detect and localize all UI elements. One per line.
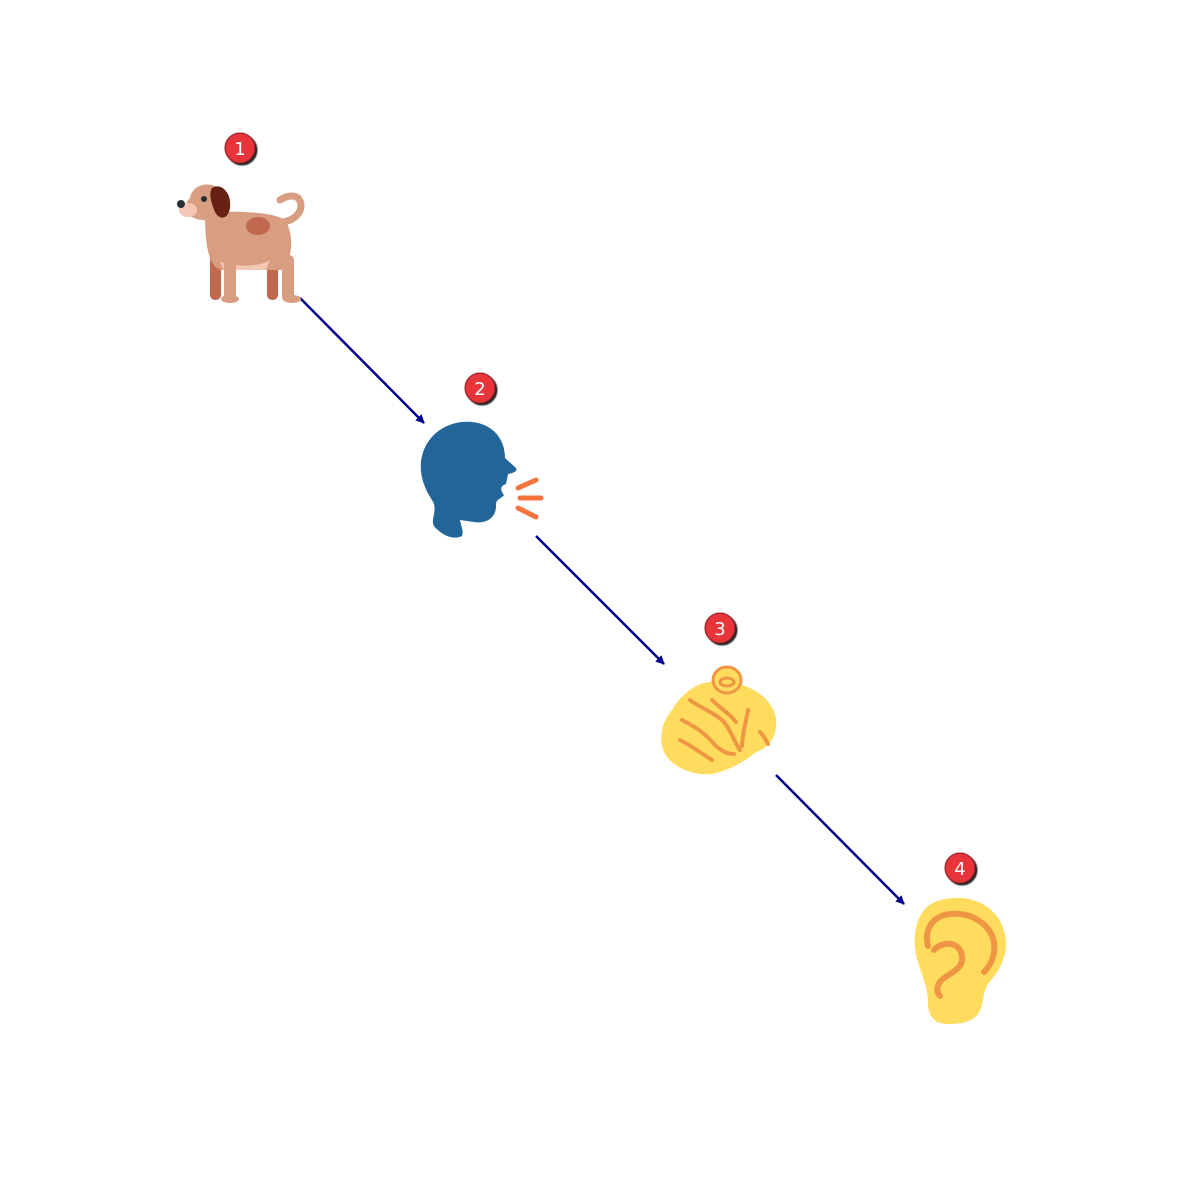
pointing-at-viewer-icon [661,665,777,775]
arrow-2-to-3 [535,535,665,665]
step-number-1: 1 [234,139,245,160]
step-number-3: 3 [714,619,725,640]
step-2: 2 [420,372,544,538]
step-number-2: 2 [474,379,485,400]
speaking-head-icon [420,421,544,538]
step-1: 1 [177,132,305,303]
step-badge-4: 4 [944,852,976,884]
arrow-3-to-4 [775,774,905,905]
step-badge-2: 2 [464,372,496,404]
arrow-1-to-2 [299,297,425,424]
dog-icon [177,184,305,303]
step-badge-1: 1 [224,132,256,164]
ear-icon [914,898,1006,1024]
step-3: 3 [661,612,777,775]
step-4: 4 [914,852,1006,1024]
connectors [299,297,905,905]
step-number-4: 4 [954,859,965,880]
step-badge-3: 3 [704,612,736,644]
